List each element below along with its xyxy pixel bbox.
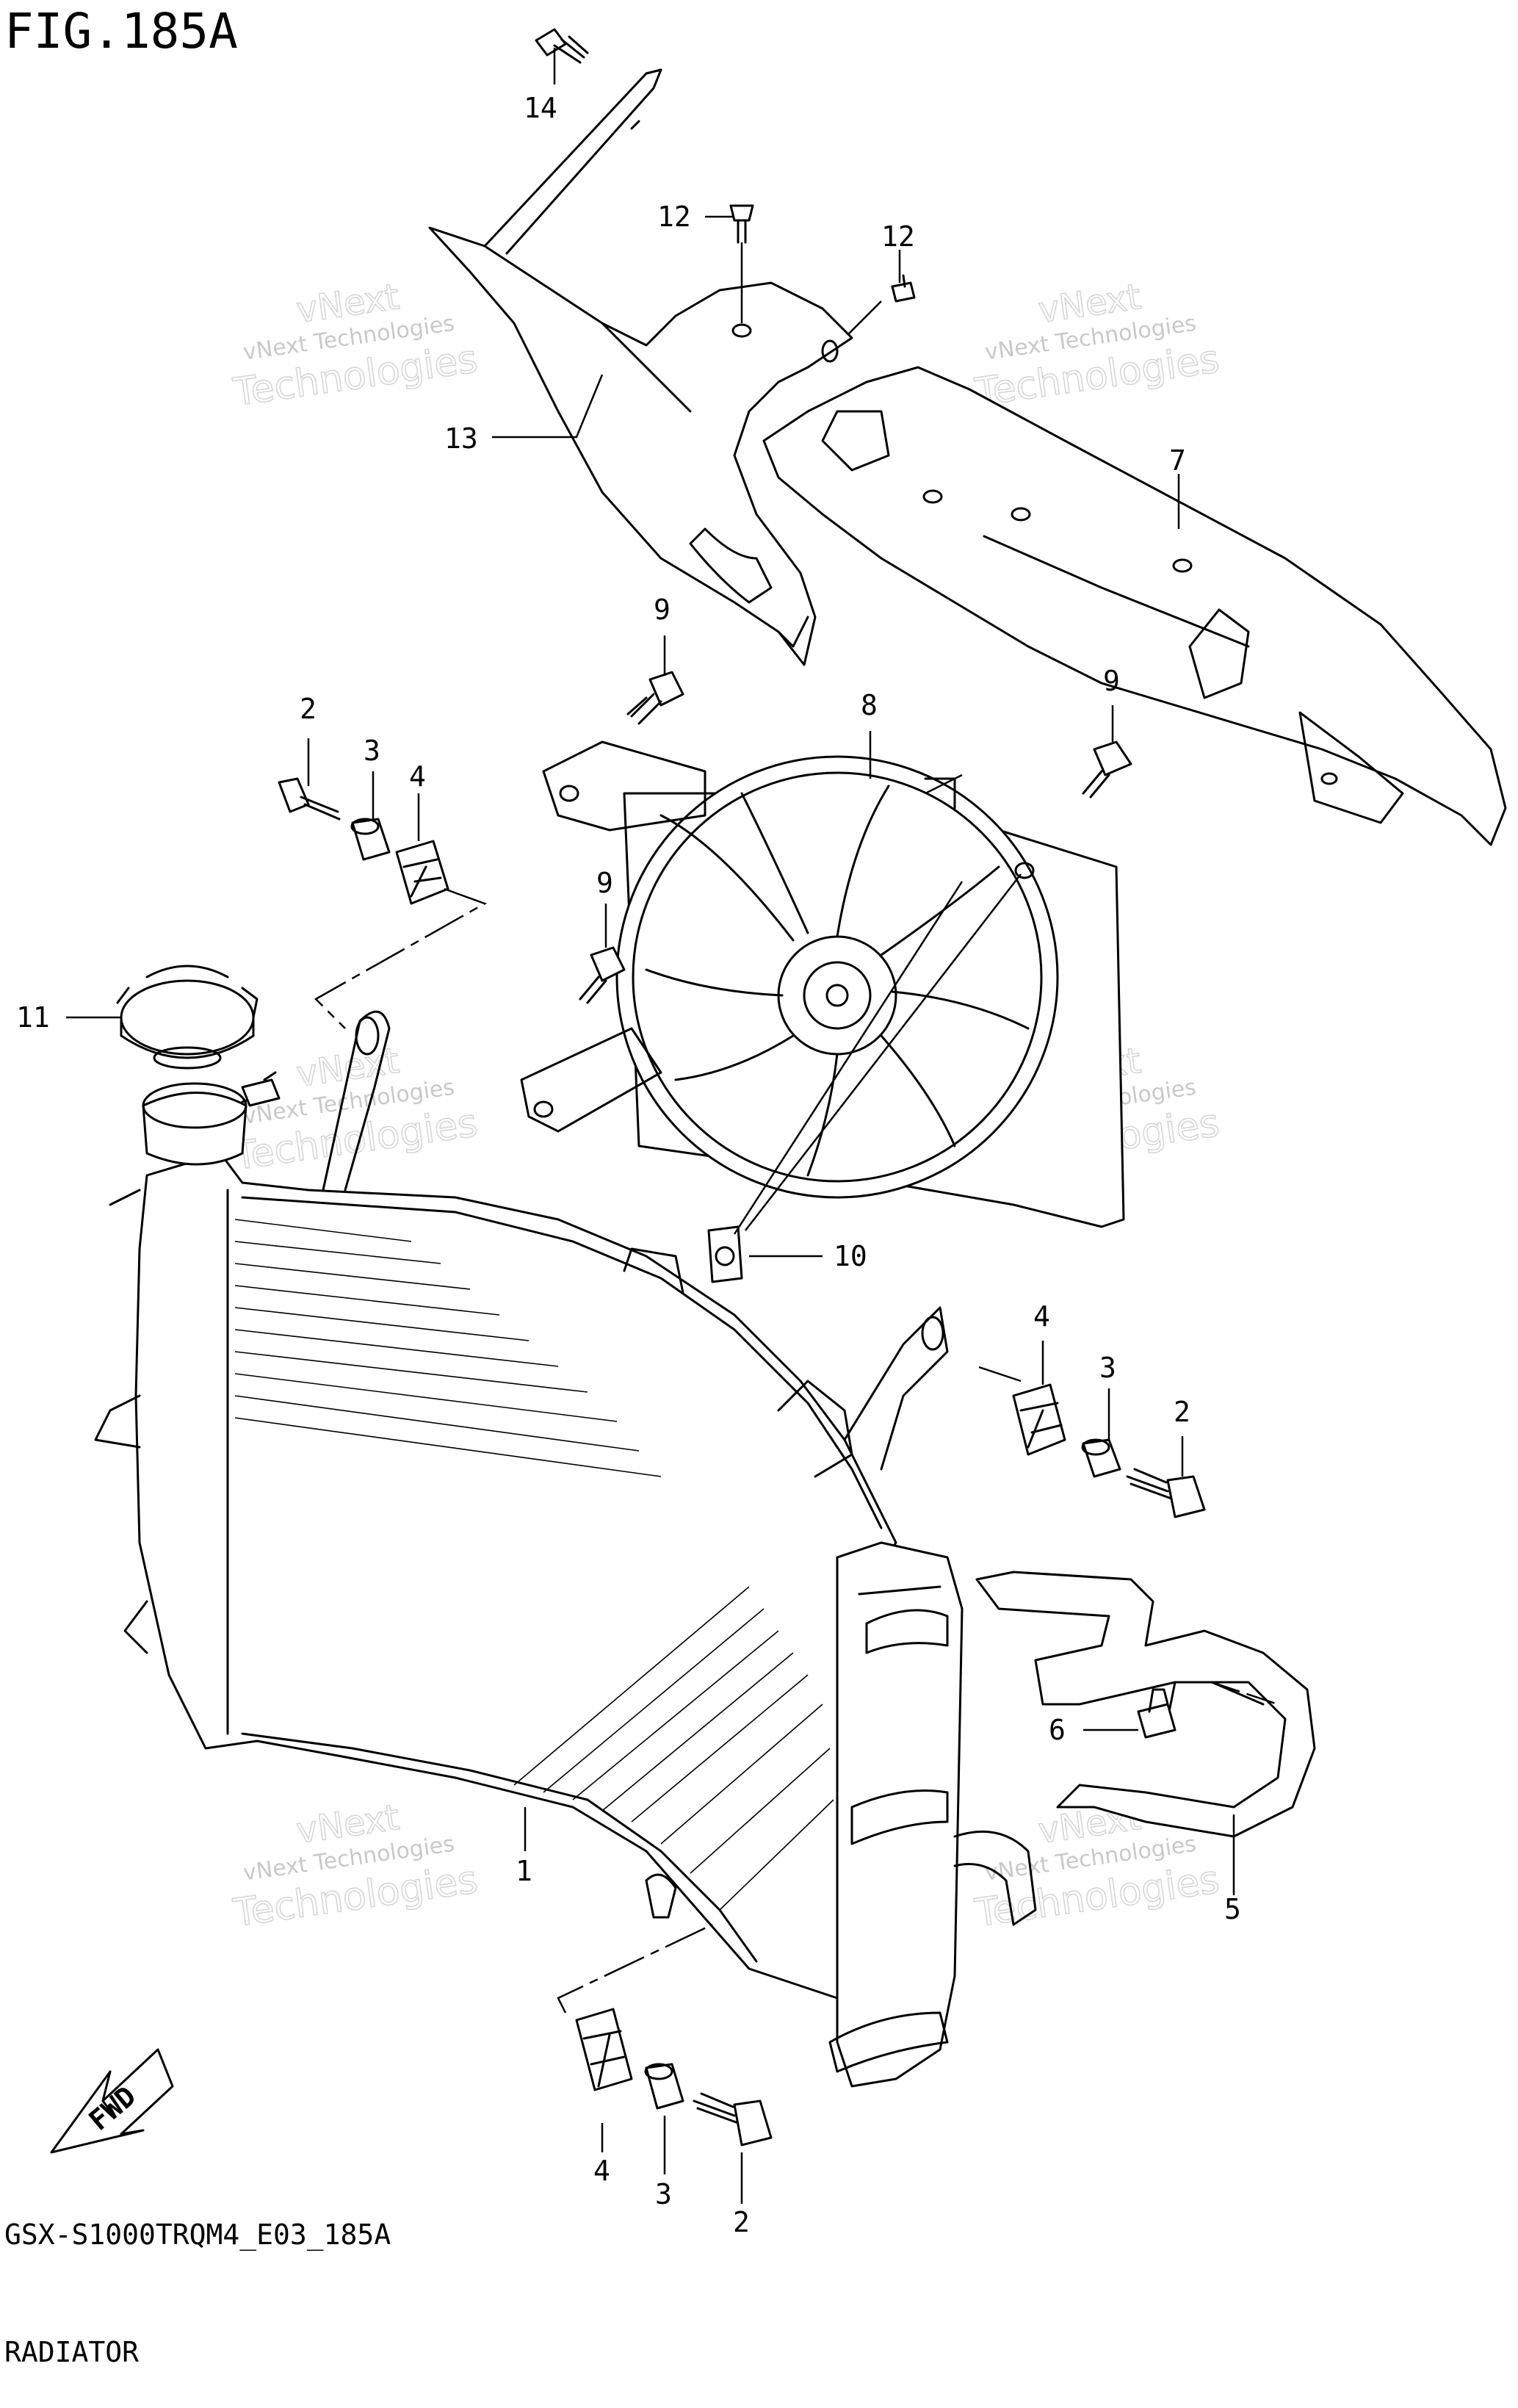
callout-3-lower: 3 bbox=[655, 2178, 672, 2210]
bolt-part-2-lower bbox=[693, 2092, 773, 2146]
screw-part-12-upper bbox=[729, 204, 754, 244]
bolt-part-9-right bbox=[1082, 740, 1132, 799]
callout-9-left: 9 bbox=[596, 867, 613, 899]
screw-part-14 bbox=[535, 28, 589, 64]
bolt-part-2-right bbox=[1126, 1468, 1206, 1518]
collar-part-3-lower bbox=[644, 2063, 684, 2110]
callout-6: 6 bbox=[1049, 1714, 1066, 1746]
callout-4-lower: 4 bbox=[593, 2155, 610, 2187]
fwd-arrow-icon: FWD bbox=[50, 2048, 174, 2154]
callout-12-right: 12 bbox=[881, 220, 915, 253]
leader-lines bbox=[66, 48, 1279, 2204]
callout-3-upper: 3 bbox=[364, 735, 380, 767]
grommet-part-4-lower bbox=[575, 2008, 633, 2091]
callout-1: 1 bbox=[516, 1855, 532, 1887]
bolt-part-2-upper bbox=[278, 777, 341, 821]
callout-9-right: 9 bbox=[1103, 665, 1120, 697]
callout-14: 14 bbox=[524, 92, 557, 124]
callout-4-right: 4 bbox=[1033, 1300, 1050, 1333]
callout-12-upper: 12 bbox=[657, 201, 691, 233]
collar-part-3-right bbox=[1081, 1438, 1121, 1478]
callout-8: 8 bbox=[861, 689, 878, 721]
callout-2-upper: 2 bbox=[300, 693, 317, 725]
bolt-part-9-left bbox=[579, 946, 626, 1004]
callout-4-upper: 4 bbox=[409, 760, 426, 793]
figure-code: GSX-S1000TRQM4_E03_185A bbox=[4, 2218, 391, 2251]
watermark: vNext vNext Technologies Technologies bbox=[230, 1039, 481, 1180]
bracket-part-7 bbox=[762, 366, 1507, 846]
callout-7: 7 bbox=[1169, 444, 1186, 477]
screw-part-12-right bbox=[891, 274, 916, 303]
radiator-fins bbox=[234, 1219, 834, 1911]
callout-9-top: 9 bbox=[654, 594, 671, 626]
callout-labels: 14 12 12 13 7 9 8 9 2 3 4 9 11 10 4 3 2 … bbox=[16, 92, 1241, 2238]
callout-2-right: 2 bbox=[1174, 1396, 1190, 1428]
radiator-part-1 bbox=[94, 1010, 964, 2088]
collar-part-3-upper bbox=[350, 818, 391, 861]
watermark: vNext vNext Technologies Technologies bbox=[230, 275, 481, 416]
fan-assembly-part-8 bbox=[520, 740, 1125, 1228]
grommet-part-4-upper bbox=[395, 840, 449, 905]
callout-2-lower: 2 bbox=[733, 2206, 750, 2238]
callout-13: 13 bbox=[444, 422, 478, 455]
grommet-part-4-right bbox=[1012, 1383, 1066, 1456]
callout-11: 11 bbox=[16, 1001, 50, 1034]
watermark: vNext vNext Technologies Technologies bbox=[230, 1796, 481, 1936]
nut-part-10 bbox=[707, 1225, 743, 1283]
bracket-part-13 bbox=[428, 68, 853, 666]
callout-3-right: 3 bbox=[1099, 1352, 1116, 1384]
watermark: vNext vNext Technologies Technologies bbox=[972, 275, 1223, 416]
bolt-part-9-top bbox=[626, 671, 684, 725]
callout-10: 10 bbox=[834, 1240, 867, 1272]
clamp-part-6 bbox=[1137, 1688, 1177, 1739]
radiator-cap-part-11 bbox=[116, 965, 259, 1070]
hose-stub bbox=[241, 1071, 281, 1107]
figure-title: FIG.185A bbox=[4, 3, 238, 60]
callout-5: 5 bbox=[1224, 1893, 1241, 1925]
figure-subtitle: RADIATOR bbox=[4, 2336, 140, 2368]
